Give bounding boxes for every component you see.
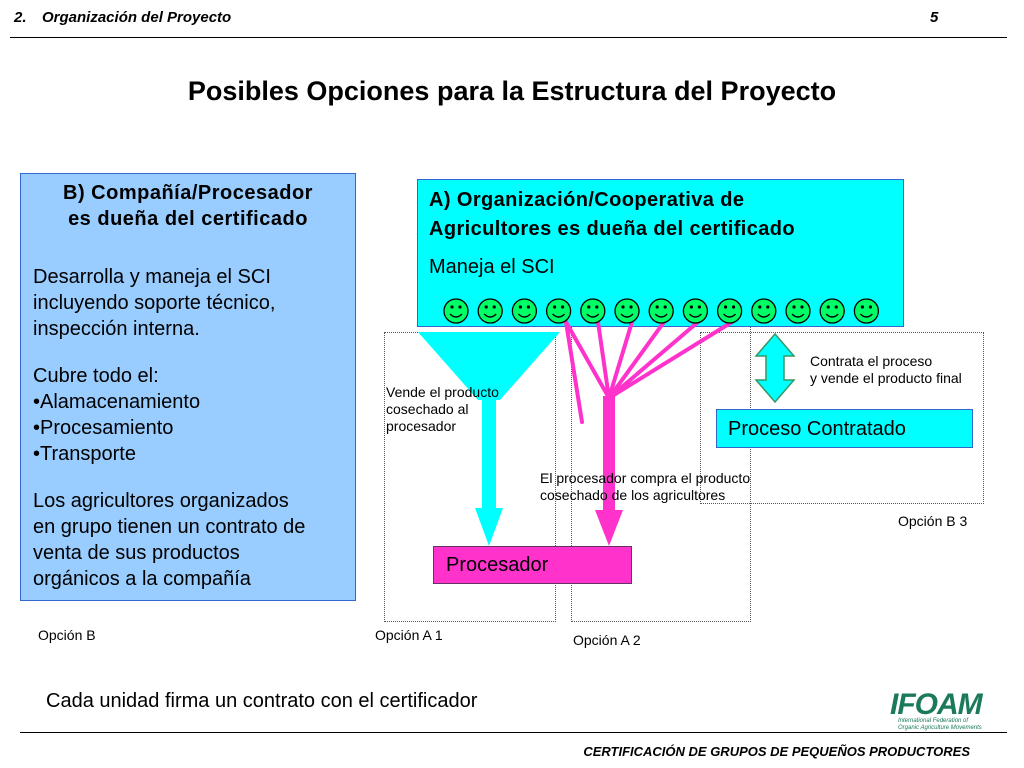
option-a-heading: A) Organización/Cooperativa de Agriculto…: [429, 189, 796, 240]
smiley-farmer-icon: [511, 298, 538, 324]
option-b-heading: B) Compañía/Procesador es dueña del cert…: [63, 182, 313, 230]
a1-arrow-shaft: [482, 398, 496, 510]
a1-description: Vende el producto cosechado al procesado…: [386, 384, 499, 434]
page-number: 5: [930, 9, 939, 26]
footer-statement: Cada unidad firma un contrato con el cer…: [46, 690, 478, 712]
option-b-paragraph-3: Los agricultores organizados en grupo ti…: [33, 490, 306, 590]
smiley-farmer-icon: [648, 298, 674, 324]
smiley-farmer-icon: [716, 298, 743, 324]
bullet-item: •Procesamiento: [33, 417, 174, 439]
footer-right-text: CERTIFICACIÓN DE GRUPOS DE PEQUEÑOS PROD…: [583, 744, 970, 759]
bullet-item: •Alamacenamiento: [33, 391, 201, 413]
option-b-paragraph-1: Desarrolla y maneja el SCI incluyendo so…: [33, 266, 276, 340]
smiley-farmer-icon: [614, 298, 640, 324]
option-b3-label: Opción B 3: [898, 513, 968, 529]
farmer-icons: [443, 298, 880, 324]
smiley-farmer-icon: [785, 298, 811, 324]
double-arrow-icon: [754, 332, 796, 404]
smiley-farmer-icon: [682, 298, 709, 324]
b3-description: Contrata el proceso y vende el producto …: [810, 353, 962, 386]
ifoam-logo: IFOAM International Federation of Organi…: [890, 688, 990, 734]
proceso-contratado-box: Proceso Contratado: [716, 409, 973, 448]
procesador-label: Procesador: [446, 554, 549, 576]
header-number: 2.: [14, 9, 27, 26]
smiley-farmer-icon: [819, 298, 845, 324]
option-b-label: Opción B: [38, 627, 96, 643]
procesador-box: Procesador: [433, 546, 632, 584]
logo-wordmark: IFOAM: [890, 688, 983, 721]
smiley-farmer-icon: [853, 298, 880, 324]
page-title: Posibles Opciones para la Estructura del…: [187, 76, 837, 106]
option-b-box: B) Compañía/Procesador es dueña del cert…: [20, 173, 356, 601]
header-section-title: Organización del Proyecto: [42, 9, 232, 26]
smiley-farmer-icon: [443, 298, 469, 324]
logo-tagline: International Federation of Organic Agri…: [898, 718, 982, 731]
option-b3-frame: [700, 332, 984, 504]
a2-collection-lines: [564, 320, 734, 424]
proceso-contratado-label: Proceso Contratado: [728, 418, 906, 440]
funnel-shape: [418, 332, 560, 400]
smiley-farmer-icon: [751, 298, 777, 324]
footer-rule: [20, 732, 1007, 733]
a2-description: El procesador compra el producto cosecha…: [540, 470, 751, 503]
a2-arrow-head: [595, 510, 623, 546]
smiley-farmer-icon: [477, 298, 503, 324]
header-rule: [10, 37, 1007, 38]
smiley-farmer-icon: [580, 298, 606, 324]
option-b-paragraph-2: Cubre todo el: •Alamacenamiento •Procesa…: [33, 363, 353, 467]
bullet-item: •Transporte: [33, 443, 136, 465]
smiley-farmer-icon: [545, 298, 572, 324]
header-section: 2. Organización del Proyecto: [14, 9, 231, 26]
a1-arrow-head: [475, 508, 503, 546]
option-a1-label: Opción A 1: [375, 627, 443, 643]
option-a-subtitle: Maneja el SCI: [429, 256, 555, 278]
a2-arrow-shaft: [603, 396, 615, 512]
option-a2-label: Opción A 2: [573, 632, 641, 648]
